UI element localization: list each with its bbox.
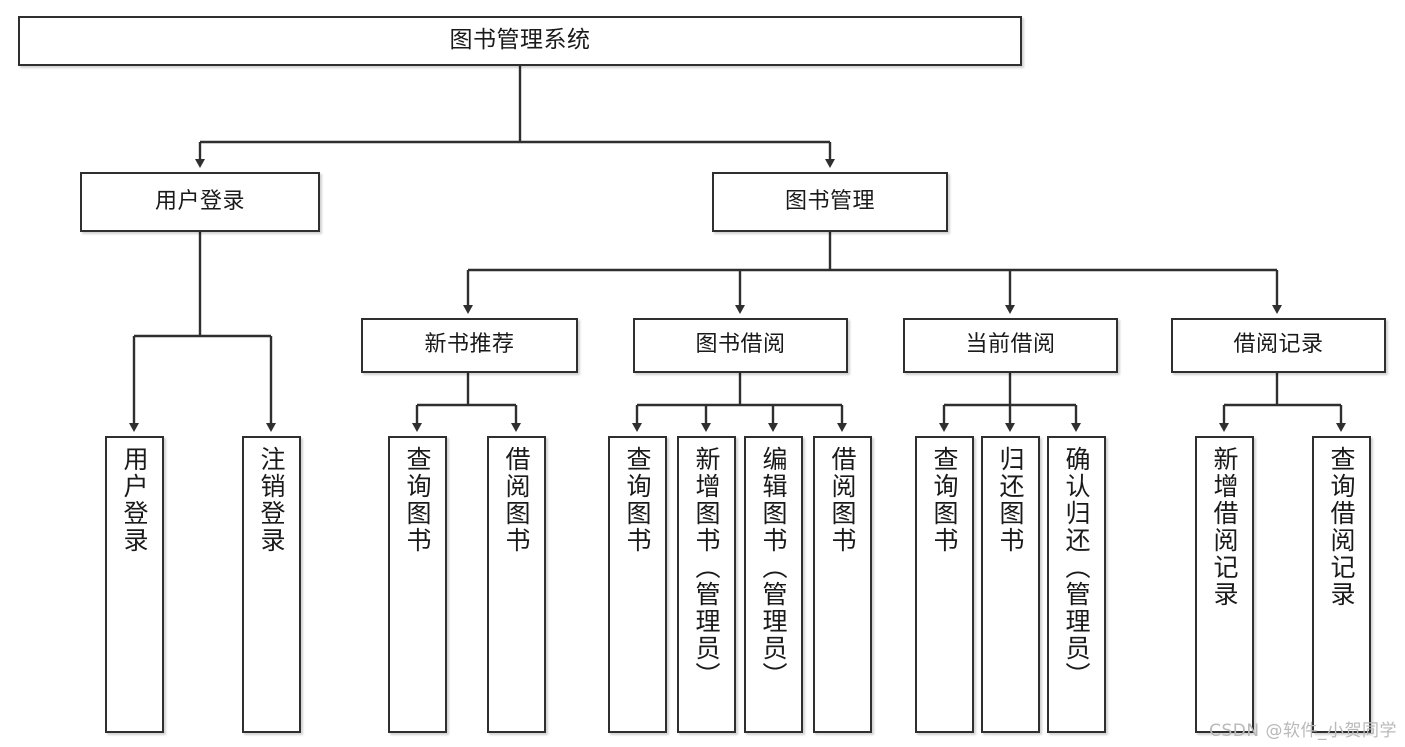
node-label: 当前借阅 [965,332,1056,358]
leaf-newbook-borrow-book[interactable]: 借阅图书 [487,436,546,733]
node-label: 编辑图书（管理员） [759,446,788,689]
node-label: 图书管理系统 [449,27,591,54]
node-book-management[interactable]: 图书管理 [712,172,948,232]
leaf-logout[interactable]: 注销登录 [242,436,301,733]
leaf-current-query-book[interactable]: 查询图书 [915,436,974,733]
node-root-system[interactable]: 图书管理系统 [18,16,1022,66]
leaf-current-return-book[interactable]: 归还图书 [981,436,1040,733]
node-label: 用户登录 [120,446,149,554]
node-label: 查询图书 [623,446,652,554]
node-book-borrow[interactable]: 图书借阅 [633,318,848,373]
leaf-user-login[interactable]: 用户登录 [105,436,164,733]
leaf-borrow-query-book[interactable]: 查询图书 [608,436,667,733]
node-label: 借阅记录 [1233,332,1324,358]
node-label: 查询图书 [403,446,432,554]
node-borrow-records[interactable]: 借阅记录 [1171,318,1386,373]
node-current-borrow[interactable]: 当前借阅 [903,318,1118,373]
leaf-records-query-record[interactable]: 查询借阅记录 [1312,436,1371,733]
leaf-current-confirm-return-admin[interactable]: 确认归还（管理员） [1047,436,1106,733]
leaf-records-add-record[interactable]: 新增借阅记录 [1195,436,1254,733]
node-label: 查询图书 [930,446,959,554]
node-label: 新增图书（管理员） [692,446,721,689]
leaf-borrow-add-book-admin[interactable]: 新增图书（管理员） [677,436,736,733]
node-label: 确认归还（管理员） [1062,446,1091,689]
node-label: 新书推荐 [424,332,515,358]
node-user-login[interactable]: 用户登录 [80,172,320,232]
node-label: 图书管理 [784,188,875,214]
node-label: 新增借阅记录 [1210,446,1239,608]
leaf-newbook-query-book[interactable]: 查询图书 [388,436,447,733]
node-label: 查询借阅记录 [1327,446,1356,608]
node-new-book-recommend[interactable]: 新书推荐 [361,318,578,373]
node-label: 用户登录 [154,188,245,214]
csdn-watermark: CSDN @软件_小贺同学 [1209,721,1397,741]
leaf-borrow-borrow-book[interactable]: 借阅图书 [813,436,872,733]
leaf-borrow-edit-book-admin[interactable]: 编辑图书（管理员） [744,436,803,733]
node-label: 注销登录 [257,446,286,554]
node-label: 借阅图书 [502,446,531,554]
node-label: 图书借阅 [695,332,786,358]
node-label: 借阅图书 [828,446,857,554]
node-label: 归还图书 [996,446,1025,554]
